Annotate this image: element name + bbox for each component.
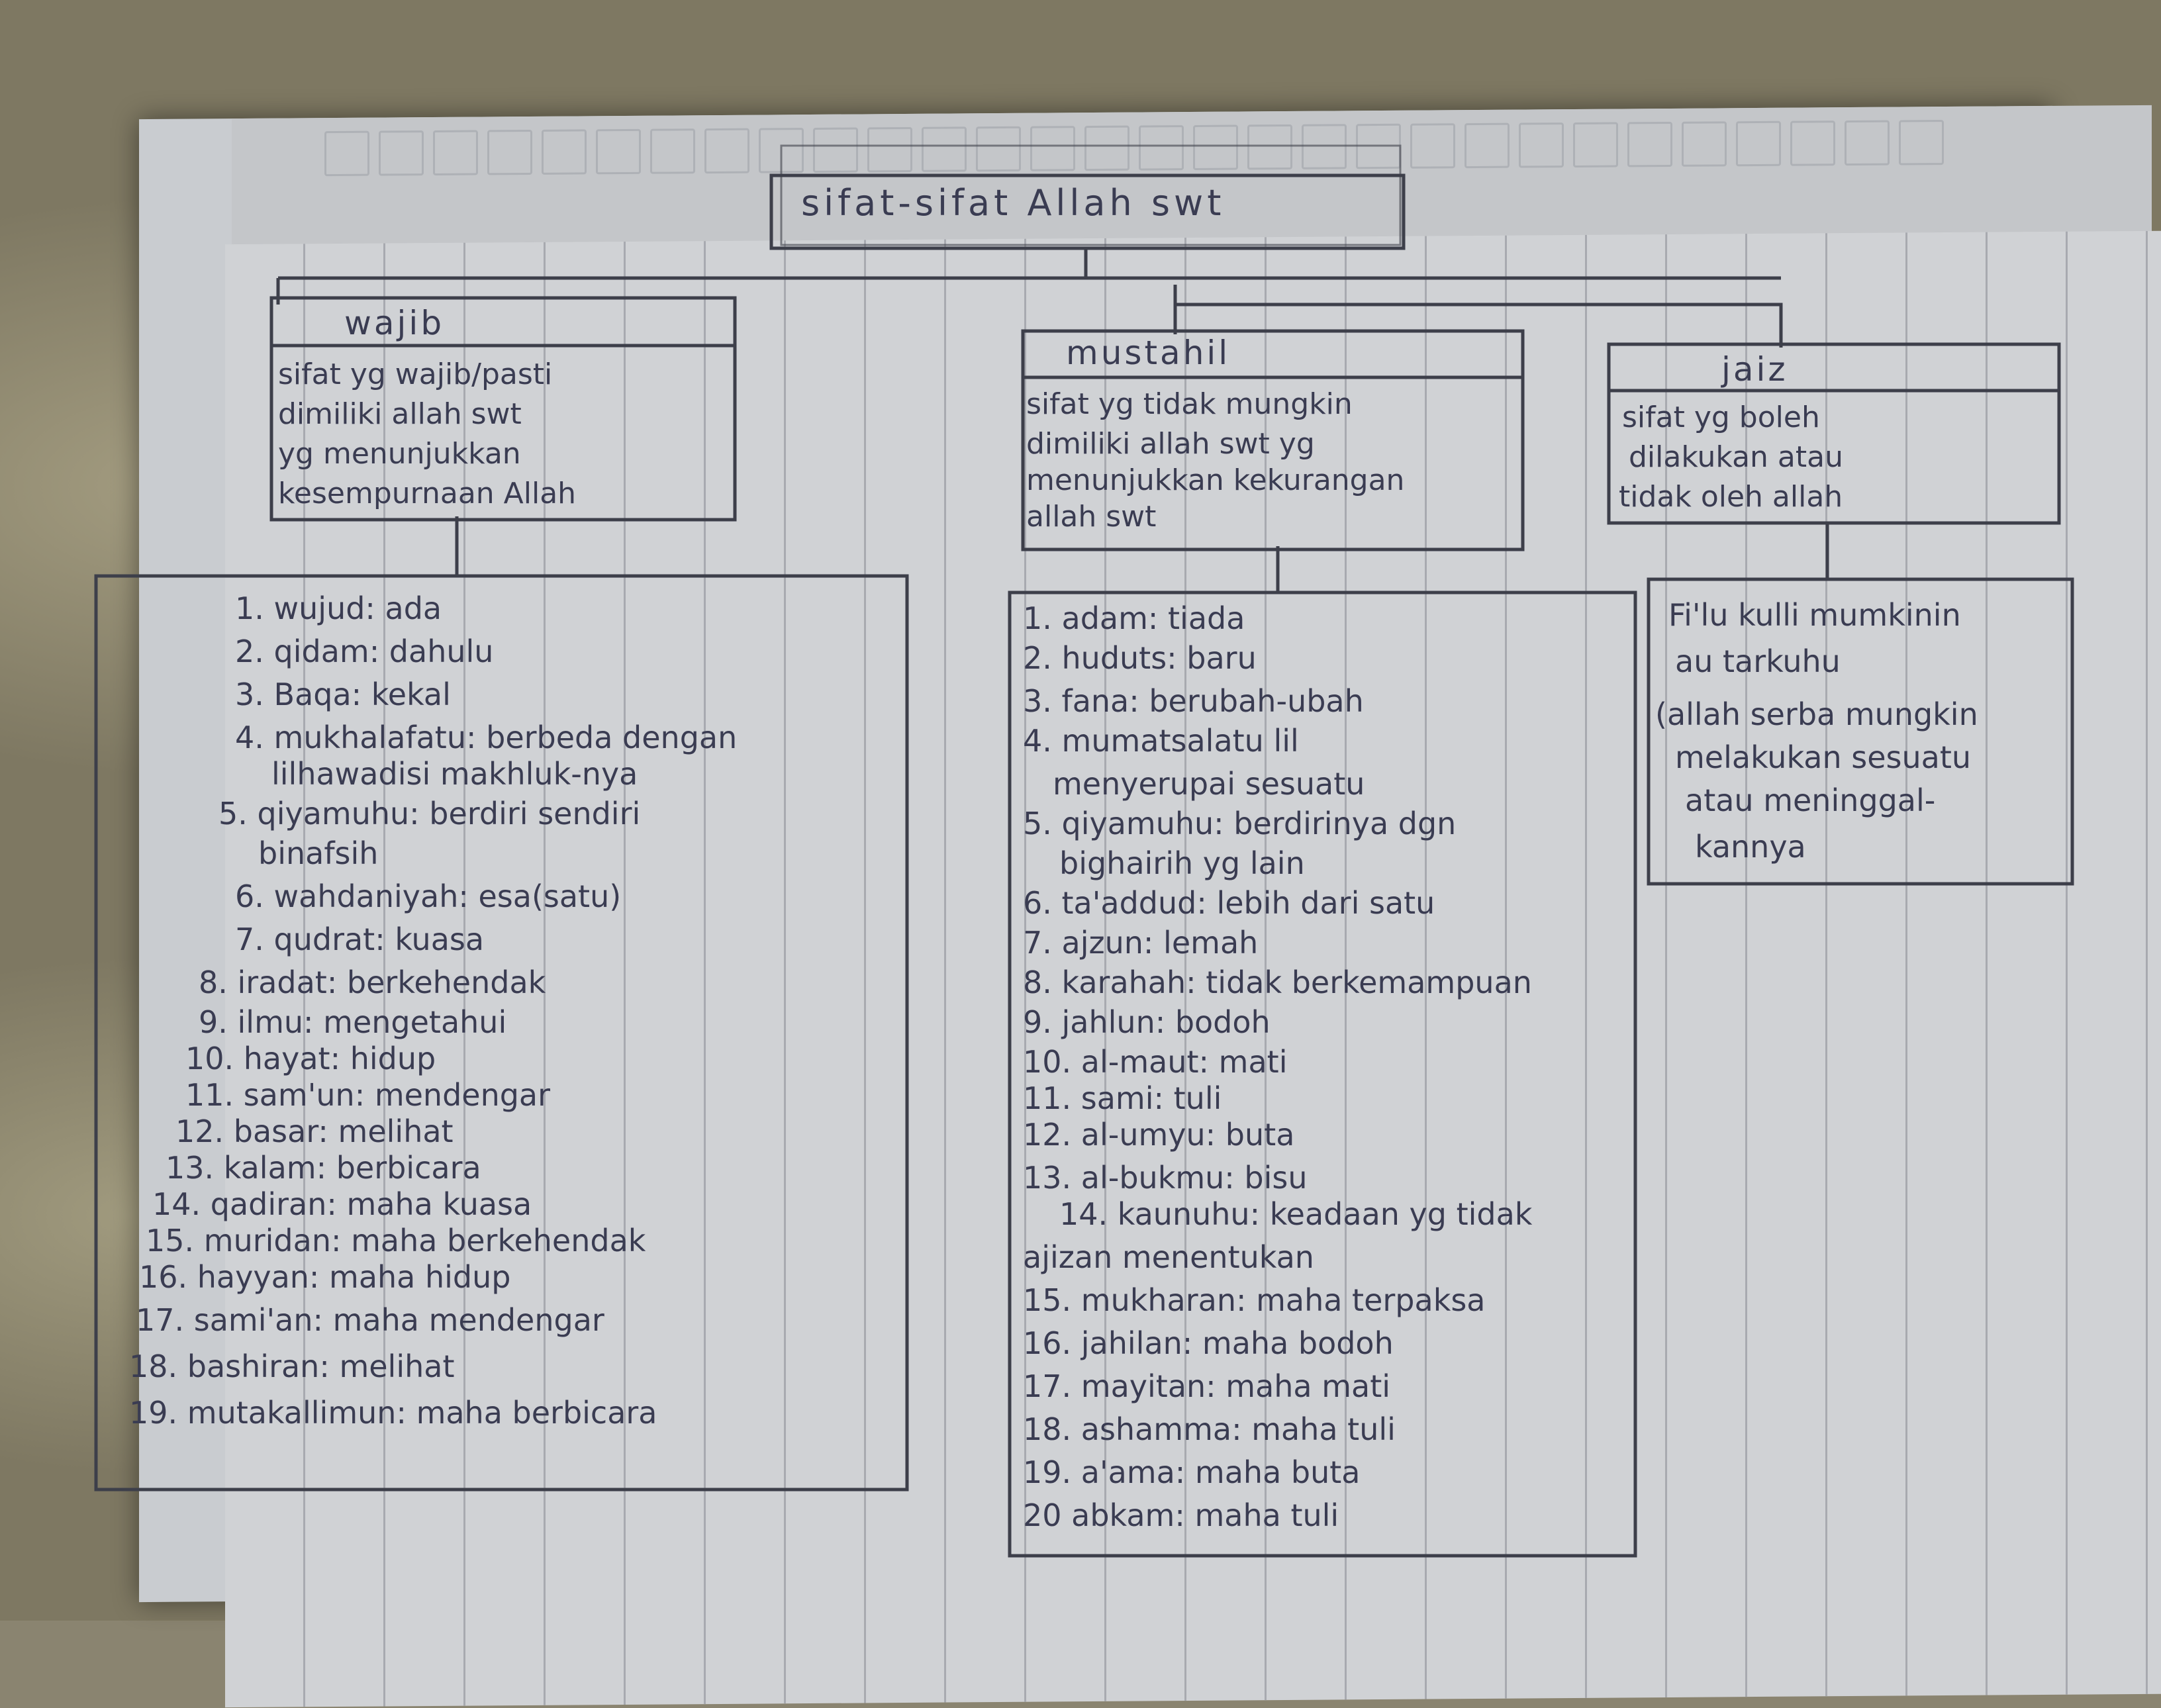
mustahil-item: 9. jahlun: bodoh — [1023, 1004, 1271, 1040]
jaiz-item: Fi'lu kulli mumkinin — [1668, 597, 1961, 633]
wajib-item: 17. sami'an: maha mendengar — [136, 1302, 604, 1338]
mustahil-item: 15. mukharan: maha terpaksa — [1023, 1282, 1486, 1318]
wajib-heading: wajib — [344, 304, 444, 342]
jaiz-heading: jaiz — [1721, 350, 1788, 389]
wajib-item: binafsih — [258, 835, 378, 871]
jaiz-item: kannya — [1695, 829, 1806, 865]
concept-map: sifat-sifat Allah swt wajib sifat yg waj… — [94, 144, 2074, 1558]
jaiz-list: Fi'lu kulli mumkinin au tarkuhu (allah s… — [1647, 577, 2074, 886]
wajib-item: lilhawadisi makhluk-nya — [271, 756, 638, 792]
mustahil-item: 18. ashamma: maha tuli — [1023, 1411, 1396, 1447]
mustahil-node: mustahil sifat yg tidak mungkin dimiliki… — [1021, 329, 1525, 551]
mustahil-item: 16. jahilan: maha bodoh — [1023, 1325, 1394, 1361]
mustahil-item: 20 abkam: maha tuli — [1023, 1497, 1339, 1533]
mustahil-desc-4: allah swt — [1026, 500, 1156, 534]
mustahil-item: bighairih yg lain — [1059, 845, 1305, 881]
jaiz-desc-2: dilakukan atau — [1629, 440, 1843, 474]
mustahil-list: 1. adam: tiada 2. huduts: baru 3. fana: … — [1008, 591, 1637, 1558]
wajib-item: 16. hayyan: maha hidup — [139, 1259, 510, 1295]
wajib-item: 18. bashiran: melihat — [129, 1349, 455, 1384]
mustahil-item: 5. qiyamuhu: berdirinya dgn — [1023, 806, 1456, 841]
diagram-title: sifat-sifat Allah swt — [801, 182, 1225, 224]
wajib-item: 2. qidam: dahulu — [235, 634, 493, 669]
wajib-item: 13. kalam: berbicara — [166, 1150, 481, 1186]
mustahil-item: 19. a'ama: maha buta — [1023, 1454, 1360, 1490]
mustahil-item: 2. huduts: baru — [1023, 640, 1257, 676]
wajib-desc-4: kesempurnaan Allah — [278, 477, 576, 510]
mustahil-item: 1. adam: tiada — [1023, 600, 1245, 636]
mustahil-item: ajizan menentukan — [1023, 1239, 1314, 1275]
wajib-item: 10. hayat: hidup — [185, 1041, 436, 1076]
jaiz-item: au tarkuhu — [1675, 643, 1841, 679]
mustahil-item: 7. ajzun: lemah — [1023, 925, 1258, 961]
wajib-desc-2: dimiliki allah swt — [278, 397, 522, 431]
wajib-item: 14. qadiran: maha kuasa — [152, 1186, 532, 1222]
wajib-item: 8. iradat: berkehendak — [199, 965, 546, 1000]
mustahil-item: 3. fana: berubah-ubah — [1023, 683, 1364, 719]
mustahil-item: 11. sami: tuli — [1023, 1080, 1222, 1116]
wajib-item: 9. ilmu: mengetahui — [199, 1004, 506, 1040]
mustahil-item: 14. kaunuhu: keadaan yg tidak — [1059, 1196, 1533, 1232]
mustahil-item: menyerupai sesuatu — [1053, 766, 1365, 802]
mustahil-item: 12. al-umyu: buta — [1023, 1117, 1294, 1153]
wajib-node: wajib sifat yg wajib/pasti dimiliki alla… — [269, 296, 737, 522]
wajib-item: 19. mutakallimun: maha berbicara — [129, 1395, 657, 1431]
mustahil-item: 6. ta'addud: lebih dari satu — [1023, 885, 1435, 921]
wajib-desc-3: yg menunjukkan — [278, 437, 521, 471]
wajib-item: 3. Baqa: kekal — [235, 677, 451, 712]
mustahil-item: 10. al-maut: mati — [1023, 1044, 1287, 1080]
wajib-item: 4. mukhalafatu: berbeda dengan — [235, 720, 737, 755]
wajib-item: 6. wahdaniyah: esa(satu) — [235, 878, 621, 914]
wajib-item: 11. sam'un: mendengar — [185, 1077, 550, 1113]
jaiz-item: melakukan sesuatu — [1675, 739, 1971, 775]
jaiz-node: jaiz sifat yg boleh dilakukan atau tidak… — [1607, 342, 2061, 525]
mustahil-desc-3: menunjukkan kekurangan — [1026, 463, 1404, 497]
jaiz-item: atau meninggal- — [1685, 783, 1935, 818]
title-node: sifat-sifat Allah swt — [769, 144, 1406, 250]
jaiz-item: (allah serba mungkin — [1655, 696, 1978, 732]
wajib-item: 7. qudrat: kuasa — [235, 922, 484, 957]
wajib-list: 1. wujud: ada 2. qidam: dahulu 3. Baqa: … — [94, 574, 909, 1492]
jaiz-desc-1: sifat yg boleh — [1622, 401, 1820, 434]
wajib-item: 15. muridan: maha berkehendak — [146, 1223, 646, 1258]
connector-lines — [276, 248, 1829, 593]
mustahil-heading: mustahil — [1066, 334, 1230, 372]
wajib-item: 12. basar: melihat — [175, 1114, 454, 1149]
wajib-desc-1: sifat yg wajib/pasti — [278, 357, 552, 391]
wajib-item: 1. wujud: ada — [235, 591, 442, 626]
mustahil-item: 4. mumatsalatu lil — [1023, 723, 1299, 759]
mustahil-item: 8. karahah: tidak berkemampuan — [1023, 965, 1532, 1000]
jaiz-desc-3: tidak oleh allah — [1619, 480, 1843, 514]
mustahil-desc-1: sifat yg tidak mungkin — [1026, 387, 1353, 421]
wajib-item: 5. qiyamuhu: berdiri sendiri — [218, 796, 640, 831]
mustahil-desc-2: dimiliki allah swt yg — [1026, 427, 1315, 461]
mustahil-item: 13. al-bukmu: bisu — [1023, 1160, 1308, 1196]
mustahil-item: 17. mayitan: maha mati — [1023, 1368, 1390, 1404]
